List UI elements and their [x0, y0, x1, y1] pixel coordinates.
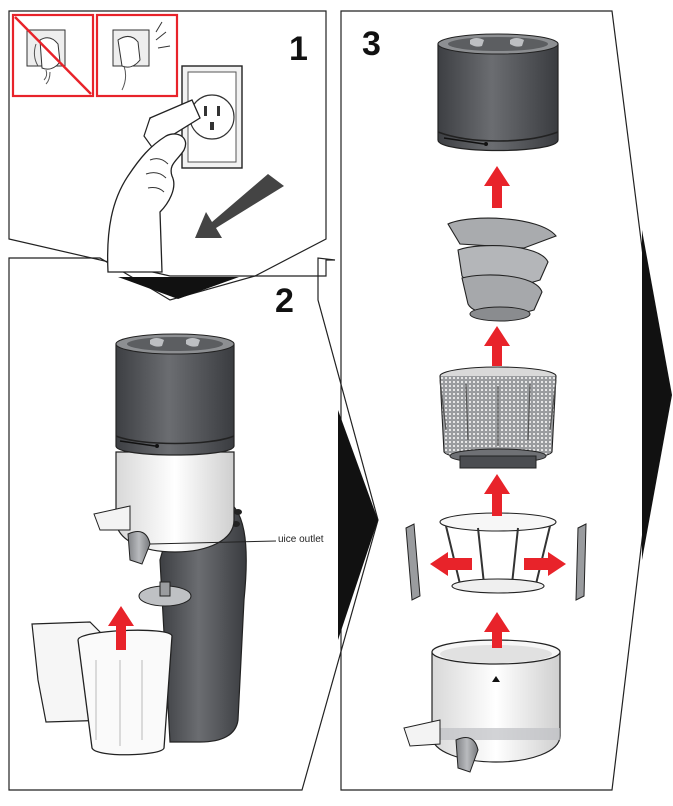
red-arrows-side-3	[430, 552, 566, 576]
panel-1-content	[11, 13, 284, 273]
pull-out-arrow	[195, 174, 284, 238]
juice-cup	[77, 629, 173, 756]
juice-spout	[127, 531, 151, 565]
pulp-spout	[93, 505, 131, 531]
red-arrow-up-2	[108, 606, 134, 650]
exploded-drum	[403, 639, 561, 773]
panel-2-frame	[8, 257, 379, 791]
exploded-brush-frame	[405, 512, 587, 601]
step-number-1: 1	[289, 30, 308, 68]
step-number-2: 2	[275, 282, 294, 320]
hand	[107, 133, 187, 273]
panel-2-content	[31, 333, 277, 756]
exploded-auger	[447, 217, 557, 322]
panel-3-frame	[340, 10, 661, 791]
callout-leader	[149, 540, 277, 545]
juicing-drum	[115, 451, 235, 553]
arrow-2-to-3	[338, 410, 378, 640]
exploded-hopper	[437, 33, 559, 152]
panel-frames	[8, 10, 661, 791]
arrow-3-next	[642, 230, 672, 560]
step-number-3: 3	[362, 25, 381, 63]
arrow-1-to-2	[118, 277, 239, 299]
exploded-strainer	[439, 366, 557, 469]
juice-outlet-label: uice outlet	[278, 534, 324, 545]
red-arrows-up-3	[484, 166, 510, 648]
panel-3-content	[403, 33, 587, 773]
